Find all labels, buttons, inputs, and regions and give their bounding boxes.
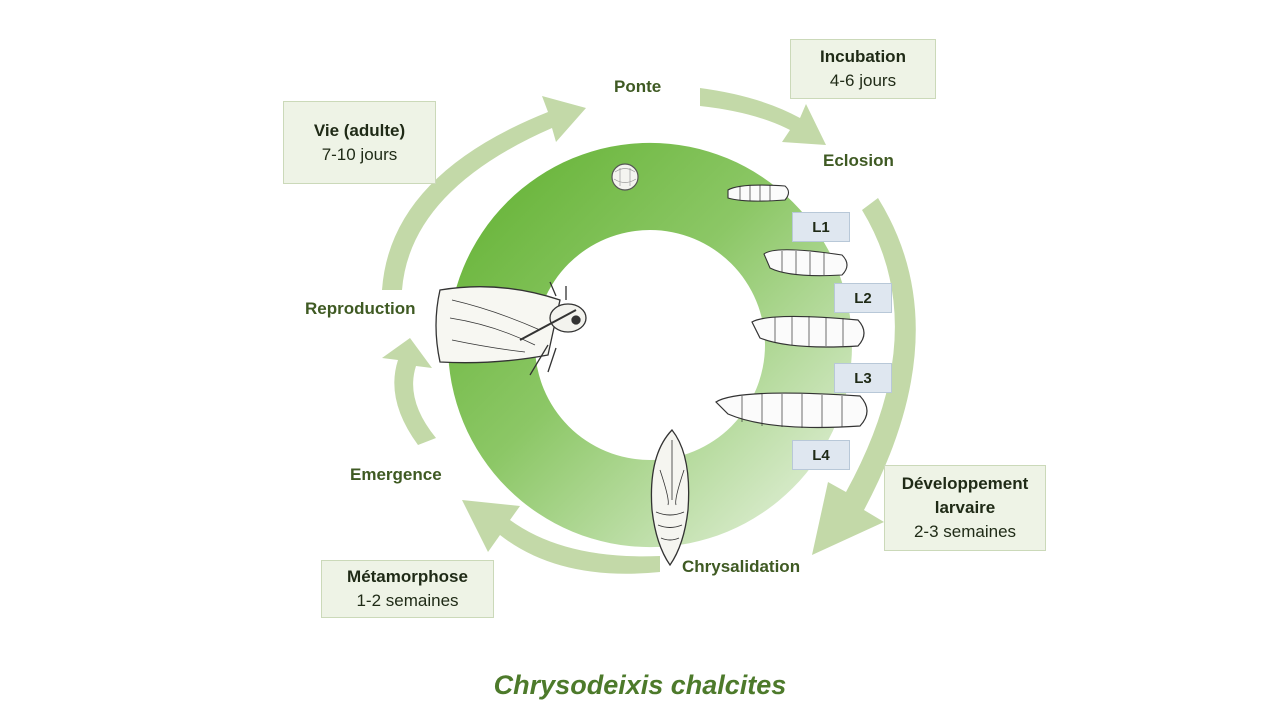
arrow-eclosion-to-chrysalidation xyxy=(812,198,916,555)
stage-label-eclosion: Eclosion xyxy=(823,151,894,170)
adult-life-title: Vie (adulte) xyxy=(313,120,406,140)
larval-development-title-1: Développement xyxy=(901,474,1029,493)
stage-label-reproduction: Reproduction xyxy=(305,299,416,318)
metamorphosis-duration: 1-2 semaines xyxy=(356,591,459,610)
larva-l2-illustration xyxy=(763,249,848,277)
instar-label-l4: L4 xyxy=(792,440,850,470)
arrow-ponte-to-eclosion xyxy=(700,88,826,145)
stage-label-chrysalidation: Chrysalidation xyxy=(682,557,801,576)
larva-l4-illustration xyxy=(715,392,868,429)
arrow-emergence-to-reproduction xyxy=(382,338,436,445)
stage-label-ponte: Ponte xyxy=(614,77,662,96)
cycle-arrows xyxy=(382,88,916,574)
stage-label-emergence: Emergence xyxy=(350,465,442,484)
larval-development-title-2: larvaire xyxy=(934,498,996,517)
chrysalis-illustration xyxy=(650,429,690,567)
life-cycle-ring xyxy=(447,142,853,548)
incubation-duration: 4-6 jours xyxy=(829,71,897,90)
larva-l1-illustration xyxy=(727,184,790,202)
metamorphosis-box: Métamorphose 1-2 semaines xyxy=(321,560,494,618)
larva-l3-illustration xyxy=(751,315,865,348)
species-title: Chrysodeixis chalcites xyxy=(493,670,787,700)
metamorphosis-title: Métamorphose xyxy=(347,567,468,586)
instar-label-l2: L2 xyxy=(834,283,892,313)
adult-life-duration: 7-10 jours xyxy=(321,144,398,164)
moth-illustration xyxy=(435,281,587,376)
incubation-title: Incubation xyxy=(820,47,906,66)
instar-label-l1: L1 xyxy=(792,212,850,242)
incubation-box: Incubation 4-6 jours xyxy=(790,39,936,99)
instar-label-l3: L3 xyxy=(834,363,892,393)
arrow-reproduction-to-ponte xyxy=(382,96,586,290)
larval-development-duration: 2-3 semaines xyxy=(913,522,1017,541)
adult-life-box: Vie (adulte) 7-10 jours xyxy=(283,101,436,184)
arrow-chrysalidation-to-emergence xyxy=(462,500,660,574)
egg-illustration xyxy=(611,163,639,191)
larval-development-box: Développement larvaire 2-3 semaines xyxy=(884,465,1046,551)
